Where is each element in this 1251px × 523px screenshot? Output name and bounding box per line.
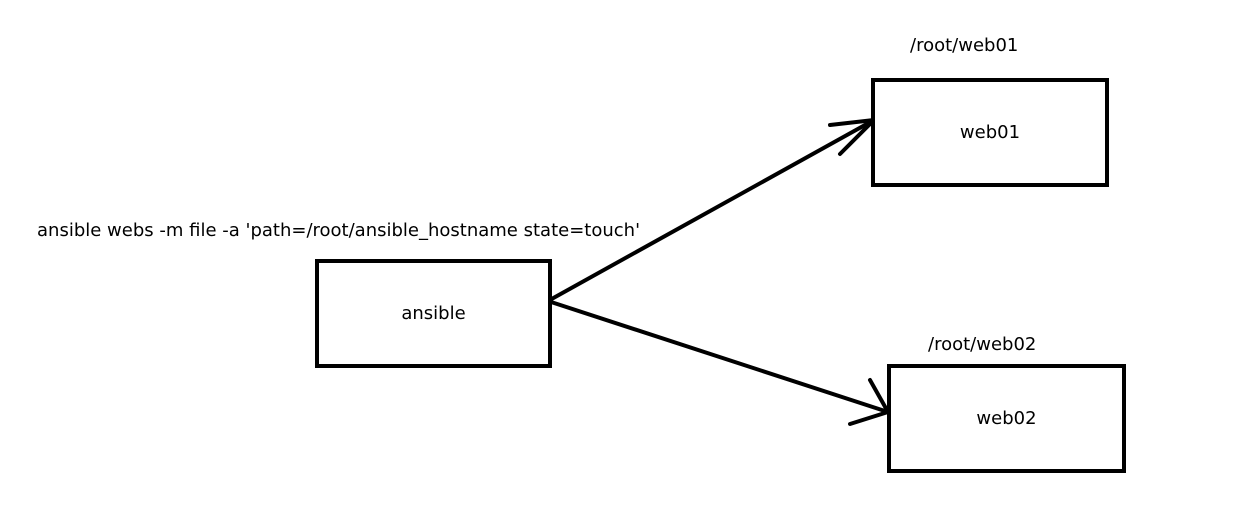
ansible-node: ansible (315, 259, 552, 368)
web01-path-label: /root/web01 (910, 35, 1019, 56)
web02-path-label: /root/web02 (928, 334, 1037, 355)
ansible-node-label: ansible (401, 303, 466, 324)
web01-node-label: web01 (959, 122, 1021, 143)
web01-node: web01 (871, 78, 1109, 187)
arrow-to-web01 (546, 118, 876, 303)
command-label: ansible webs -m file -a 'path=/root/ansi… (37, 220, 641, 241)
web02-node: web02 (887, 364, 1126, 473)
arrow-to-web02 (546, 299, 890, 426)
web02-node-label: web02 (976, 408, 1037, 429)
